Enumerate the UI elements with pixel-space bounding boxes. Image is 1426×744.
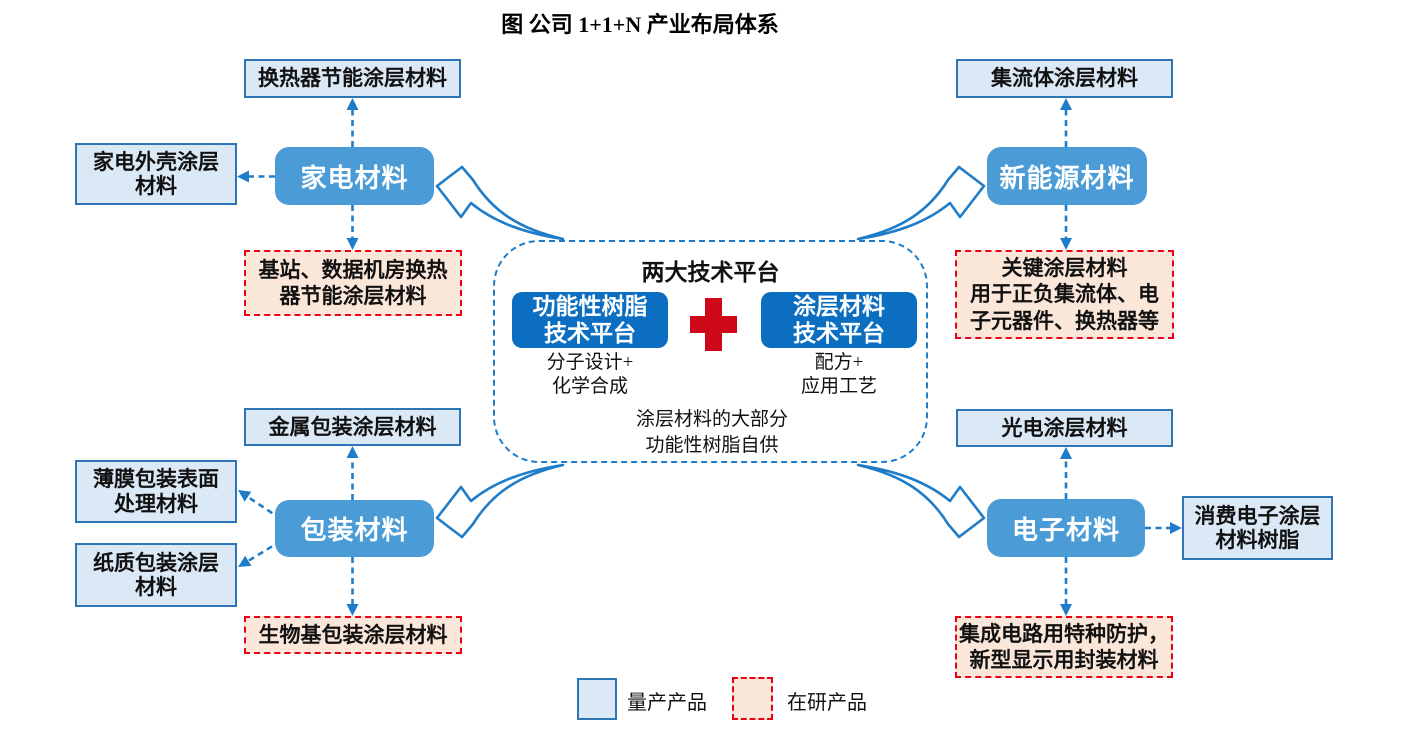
block-arrow-bottom-left	[435, 463, 565, 539]
connectors-packaging	[238, 446, 359, 616]
plus-icon	[690, 298, 737, 351]
paper-packaging-line2: 材料	[135, 575, 177, 599]
heat-exchanger-coating-label: 换热器节能涂层材料	[258, 66, 447, 91]
current-collector-label: 集流体涂层材料	[991, 66, 1138, 91]
coating-platform-box: 涂层材料 技术平台	[761, 292, 917, 348]
base-station-coating-rnd-box: 基站、数据机房换热 器节能涂层材料	[244, 250, 462, 316]
film-packaging-line2: 处理材料	[114, 491, 198, 516]
resin-platform-line1: 功能性树脂	[532, 293, 648, 319]
optoelectronic-coating-box: 光电涂层材料	[956, 409, 1173, 447]
self-supply-note-line2: 功能性树脂自供	[645, 435, 779, 456]
bio-based-packaging-label: 生物基包装涂层材料	[258, 622, 448, 647]
legend-label-in-development: 在研产品	[787, 692, 867, 714]
current-collector-coating-box: 集流体涂层材料	[956, 59, 1173, 98]
block-arrow-top-right	[856, 165, 986, 241]
ic-protection-line1: 集成电路用特种防护，	[959, 621, 1169, 646]
key-coating-rnd-box: 关键涂层材料 用于正负集流体、电 子元器件、换热器等	[955, 250, 1174, 339]
connectors-home-appliance	[237, 98, 359, 250]
resin-platform-line2: 技术平台	[544, 321, 636, 346]
coating-sublabel-line2: 应用工艺	[800, 375, 877, 397]
legend-swatch-in-development	[732, 677, 773, 720]
film-packaging-line1: 薄膜包装表面	[93, 467, 219, 492]
key-coating-line3: 子元器件、换热器等	[970, 308, 1159, 333]
page-title: 图 公司 1+1+N 产业布局体系	[501, 12, 779, 37]
key-coating-line1: 关键涂层材料	[1001, 256, 1128, 281]
connectors-new-energy	[1060, 98, 1072, 250]
block-arrow-bottom-right	[856, 463, 986, 539]
ic-protection-rnd-box: 集成电路用特种防护， 新型显示用封装材料	[955, 616, 1173, 678]
electronics-hub: 电子材料	[987, 499, 1145, 557]
resin-sublabel-line1: 分子设计+	[546, 352, 634, 373]
paper-packaging-line1: 纸质包装涂层	[93, 550, 219, 575]
film-packaging-surface-box: 薄膜包装表面 处理材料	[75, 460, 237, 523]
consumer-electronics-resin-box: 消费电子涂层 材料树脂	[1182, 496, 1333, 560]
optoelectronic-label: 光电涂层材料	[1001, 415, 1128, 440]
home-appliance-hub: 家电材料	[275, 147, 434, 205]
coating-platform-line2: 技术平台	[793, 321, 885, 346]
consumer-electronics-line2: 材料树脂	[1215, 528, 1300, 552]
bio-based-packaging-rnd-box: 生物基包装涂层材料	[244, 616, 462, 654]
new-energy-hub-label: 新能源材料	[999, 163, 1135, 193]
block-arrows	[435, 165, 986, 539]
electronics-hub-label: 电子材料	[1011, 515, 1120, 545]
coating-platform-sublabel: 配方+ 应用工艺	[761, 351, 917, 398]
ic-protection-line2: 新型显示用封装材料	[969, 648, 1159, 672]
coating-sublabel-line1: 配方+	[814, 352, 864, 373]
resin-sublabel-line2: 化学合成	[551, 375, 628, 397]
legend-swatch-mass-production	[577, 678, 617, 720]
base-station-line1: 基站、数据机房换热	[258, 257, 448, 282]
appliance-shell-line1: 家电外壳涂层	[93, 149, 219, 174]
connectors-electronics	[1060, 447, 1182, 616]
legend-label-mass-production: 量产产品	[627, 692, 707, 714]
block-arrow-top-left	[435, 165, 565, 241]
appliance-shell-line2: 材料	[135, 174, 177, 198]
resin-platform-box: 功能性树脂 技术平台	[512, 292, 668, 348]
packaging-hub-label: 包装材料	[300, 516, 409, 545]
base-station-line2: 器节能涂层材料	[279, 284, 427, 308]
packaging-hub: 包装材料	[275, 500, 434, 557]
appliance-shell-coating-box: 家电外壳涂层 材料	[75, 143, 237, 205]
tech-platform-title: 两大技术平台	[641, 260, 780, 285]
key-coating-line2: 用于正负集流体、电	[970, 282, 1159, 307]
heat-exchanger-coating-box: 换热器节能涂层材料	[244, 59, 461, 98]
self-supply-note-line1: 涂层材料的大部分	[635, 409, 788, 430]
new-energy-hub: 新能源材料	[987, 147, 1147, 205]
coating-platform-line1: 涂层材料	[793, 293, 885, 319]
metal-packaging-label: 金属包装涂层材料	[268, 414, 437, 439]
consumer-electronics-line1: 消费电子涂层	[1194, 503, 1321, 528]
paper-packaging-coating-box: 纸质包装涂层 材料	[75, 543, 237, 607]
home-appliance-hub-label: 家电材料	[300, 163, 409, 193]
plus-icon-horizontal-bar	[690, 316, 737, 333]
tech-platform-frame	[493, 240, 928, 463]
resin-platform-sublabel: 分子设计+ 化学合成	[512, 351, 668, 398]
metal-packaging-coating-box: 金属包装涂层材料	[244, 408, 461, 446]
